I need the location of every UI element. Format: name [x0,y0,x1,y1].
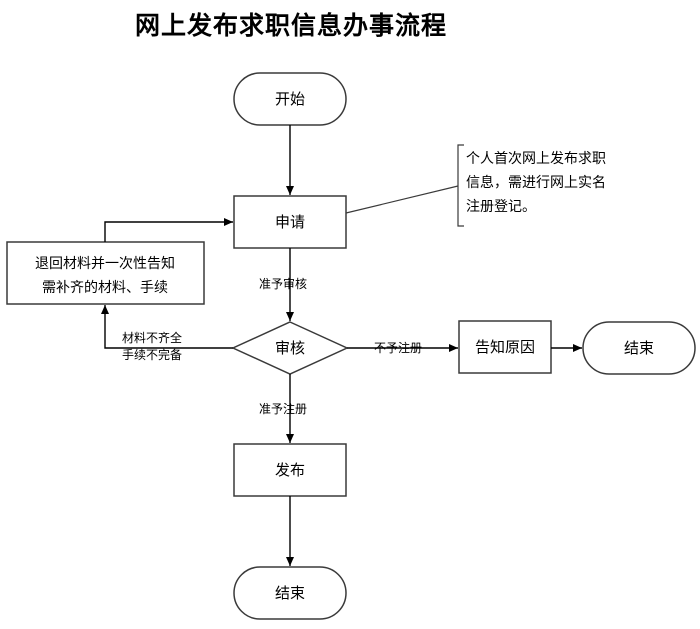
review-label: 审核 [275,339,305,357]
note-line-2: 信息，需进行网上实名 [466,174,606,191]
arrow-return-to-apply [104,218,233,242]
edge-label-approve-review: 准予审核 [259,276,307,291]
end-side-label: 结束 [624,339,654,357]
note-line-1: 个人首次网上发布求职 [466,151,606,167]
end-terminator-side: 结束 [582,321,696,375]
edge-label-deny-register: 不予注册 [374,340,422,355]
return-label-line-1: 退回材料并一次性告知 [35,255,175,272]
edge-label-incomplete-1: 材料不齐全 [122,330,182,345]
page-title: 网上发布求职信息办事流程 [134,11,447,40]
edge-label-incomplete-2: 手续不完备 [122,347,182,362]
return-label-line-2: 需补齐的材料、手续 [42,279,168,296]
start-label: 开始 [275,90,305,108]
apply-step: 申请 [233,195,347,249]
publish-label: 发布 [275,461,305,479]
end-main-label: 结束 [275,584,305,602]
notify-reason-step: 告知原因 [458,320,552,374]
arrow-review-to-return [101,305,233,349]
note-line-3: 注册登记。 [466,199,536,215]
apply-label: 申请 [275,213,305,231]
return-materials-step: 退回材料并一次性告知 需补齐的材料、手续 [6,241,205,305]
start-terminator: 开始 [233,72,347,126]
notify-label: 告知原因 [475,338,535,356]
edge-label-approve-register: 准予注册 [259,401,307,416]
end-terminator-main: 结束 [233,566,347,620]
review-decision: 审核 [231,321,349,375]
registration-note: 个人首次网上发布求职 信息，需进行网上实名 注册登记。 [345,144,606,227]
publish-step: 发布 [233,443,347,497]
